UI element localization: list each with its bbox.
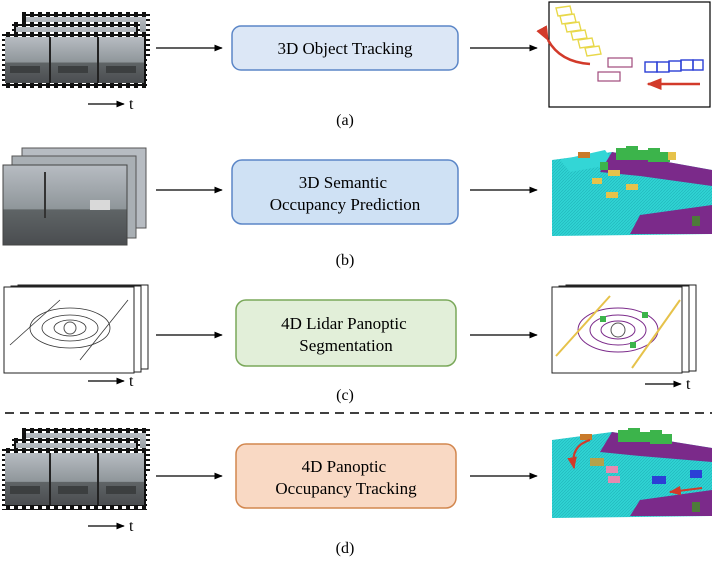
task-box-a bbox=[231, 25, 459, 71]
task-label-a: 3D Object Tracking bbox=[277, 39, 413, 58]
caption-c: (c) bbox=[336, 387, 354, 404]
row-a: t 3D Object Tracking bbox=[2, 1, 711, 129]
caption-b: (b) bbox=[336, 252, 355, 269]
row-d: t 4D Panoptic Occupancy Tracking bbox=[2, 428, 712, 557]
film-strip-input-d bbox=[2, 428, 150, 510]
film-strip-input-a bbox=[2, 12, 150, 88]
occupancy-output-b bbox=[552, 146, 712, 236]
time-label-output-c: t bbox=[686, 376, 691, 393]
task-box-c bbox=[235, 299, 457, 367]
caption-a: (a) bbox=[336, 112, 354, 129]
task-label-c: 4D Lidar Panoptic Segmentation bbox=[281, 314, 411, 355]
task-label-d: 4D Panoptic Occupancy Tracking bbox=[275, 457, 417, 498]
time-label-c: t bbox=[129, 373, 134, 390]
camera-stack-input-b bbox=[2, 147, 147, 246]
task-label-b: 3D Semantic Occupancy Prediction bbox=[270, 173, 421, 214]
panoptic-output-c bbox=[551, 284, 697, 374]
row-c: t 4D Lidar Panoptic Segmentation t bbox=[3, 284, 697, 404]
time-label-a: t bbox=[129, 96, 134, 113]
caption-d: (d) bbox=[336, 540, 355, 557]
time-label-d: t bbox=[129, 518, 134, 535]
row-b: 3D Semantic Occupancy Prediction bbox=[2, 146, 712, 269]
tracking-output-a bbox=[536, 1, 711, 108]
task-box-d bbox=[235, 443, 457, 509]
lidar-stack-input-c bbox=[3, 284, 149, 374]
panoptic-occupancy-output-d bbox=[552, 428, 712, 518]
task-box-b bbox=[231, 159, 459, 225]
